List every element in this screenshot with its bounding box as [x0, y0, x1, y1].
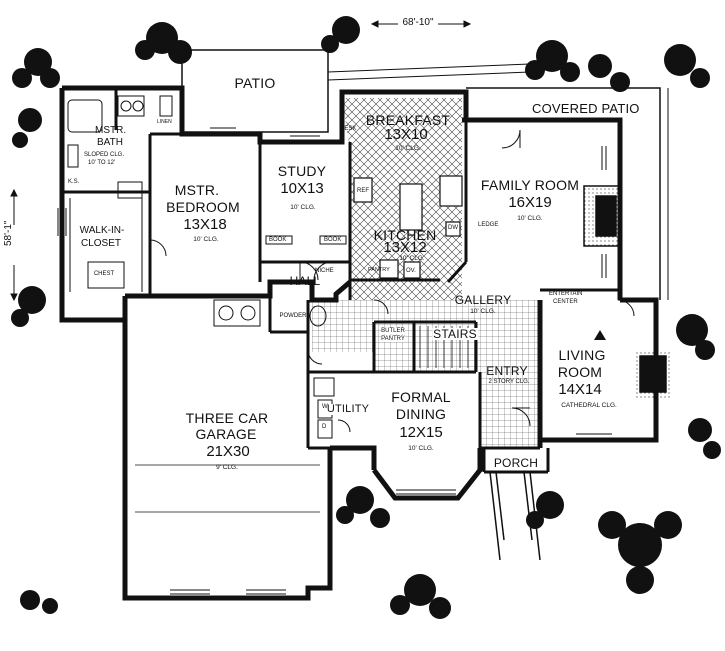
kitchen-name: KITCHEN: [373, 227, 437, 243]
bush-icon: [525, 40, 580, 82]
pantry-label: PANTRY: [368, 267, 390, 273]
book-label-2: BOOK: [324, 237, 342, 243]
closet-line2: CLOSET: [80, 238, 122, 249]
walkway: [489, 471, 541, 561]
center-label: CENTER: [553, 299, 578, 305]
gallery-floor: [312, 300, 540, 448]
powder-fixtures: [213, 299, 327, 327]
bush-icon: [688, 418, 721, 459]
bush-icon: [526, 491, 564, 529]
bush-icon: [321, 16, 360, 53]
kitchen-fixtures: [353, 175, 463, 279]
formal-dining-line2: DINING: [395, 406, 447, 422]
niche-label: NICHE: [315, 268, 334, 274]
fireplace: [583, 185, 621, 247]
fireplace: [639, 355, 667, 393]
closet-chest: CHEST: [93, 271, 115, 277]
tree-icon: [598, 511, 682, 594]
entry-ceiling: 2 STORY CLG.: [488, 379, 530, 385]
arrow-up-icon: [594, 330, 606, 340]
bush-icon: [11, 286, 46, 327]
ledge-label: LEDGE: [478, 222, 499, 228]
closet-shelves: [69, 198, 143, 292]
formal-dining-ceiling: 10' CLG.: [408, 445, 434, 452]
ref-label: REF: [357, 188, 369, 194]
utility-name: UTILITY: [325, 403, 371, 415]
garage-ceiling: 9' CLG.: [216, 464, 238, 471]
study-ceiling: 10' CLG.: [290, 204, 316, 211]
mstr-bedroom-size: 13X18: [183, 216, 227, 233]
bath-fixtures: [67, 95, 173, 199]
dimension-lines: [10, 20, 472, 302]
bush-icon: [12, 48, 60, 88]
mstr-bedroom-line2: BEDROOM: [166, 199, 240, 215]
bush-icon: [20, 590, 58, 614]
washer-label: W: [322, 404, 328, 410]
study-size: 10X13: [280, 180, 324, 197]
linen-label: LINEN: [157, 119, 172, 125]
kitchen-ceiling: 10' CLG.: [399, 255, 425, 262]
study-name: STUDY: [277, 163, 327, 179]
overall-width-label: 68'-10": [402, 17, 434, 28]
garage-size: 21X30: [206, 443, 250, 460]
windows: [57, 127, 612, 595]
garage-floor-marks: [135, 464, 320, 513]
bookcases: [265, 235, 347, 245]
book-label-1: BOOK: [269, 237, 287, 243]
covered-patio-slab: [466, 87, 661, 300]
mstr-bedroom-line1: MSTR.: [174, 182, 220, 198]
bush-icon: [336, 486, 390, 528]
family-room-size: 16X19: [508, 194, 552, 211]
powder-name: POWDER: [279, 313, 307, 319]
overall-depth-label: 58'-1": [3, 220, 14, 246]
garage-line1: THREE CAR: [185, 410, 269, 426]
covered-patio-label: COVERED PATIO: [532, 101, 640, 116]
living-room-line1: LIVING: [558, 347, 606, 363]
oven-label: OV.: [406, 268, 416, 274]
breakfast-size: 13X10: [384, 126, 428, 143]
porch-name: PORCH: [493, 456, 539, 470]
breakfast-ceiling: 10' CLG.: [395, 145, 421, 152]
patio-slab: [181, 49, 329, 133]
interior-walls: [62, 88, 620, 474]
mstr-bath-ceiling2: 10' TO 12': [88, 160, 116, 166]
bush-icon: [676, 314, 715, 360]
bush-icon: [390, 574, 451, 619]
ks-label: K.S.: [68, 179, 80, 185]
bush-icon: [588, 54, 630, 92]
mstr-bath-line2: BATH: [97, 137, 123, 148]
living-room-line2: ROOM: [557, 364, 603, 380]
mstr-bedroom-ceiling: 10' CLG.: [193, 236, 219, 243]
stairs-name: STAIRS: [432, 327, 478, 341]
butler-pantry-line1: BUTLER: [381, 328, 405, 334]
mstr-bath-line1: MSTR.: [95, 125, 127, 136]
entry-name: ENTRY: [486, 364, 528, 378]
breakfast-name: BREAKFAST: [365, 112, 451, 128]
butler-pantry-line2: PANTRY: [381, 336, 405, 342]
kitchen-size: 13X12: [383, 239, 427, 256]
formal-dining-size: 12X15: [399, 424, 443, 441]
doors: [149, 129, 635, 433]
bush-icon: [135, 22, 192, 64]
patio-label: PATIO: [234, 75, 276, 91]
bush-icon: [664, 44, 710, 88]
living-room-size: 14X14: [558, 381, 602, 398]
hall-name: HALL: [289, 274, 321, 288]
gallery-ceiling: 10' CLG.: [470, 308, 496, 315]
entertain-label: ENTERTAIN: [549, 291, 583, 297]
landscaping: [11, 16, 721, 619]
family-room-ceiling: 10' CLG.: [517, 215, 543, 222]
desk-label: DESK: [340, 126, 357, 132]
formal-dining-line1: FORMAL: [391, 389, 451, 405]
closet-line1: WALK-IN-: [79, 225, 125, 236]
dryer-label: D: [322, 424, 327, 430]
gallery-name: GALLERY: [454, 293, 512, 307]
dw-label: DW: [448, 225, 458, 231]
family-room-name: FAMILY ROOM: [480, 177, 580, 193]
bush-icon: [12, 108, 42, 148]
garage-line2: GARAGE: [195, 426, 257, 442]
mstr-bath-ceiling1: SLOPED CLG.: [84, 152, 125, 158]
living-room-ceiling: CATHEDRAL CLG.: [561, 402, 617, 409]
